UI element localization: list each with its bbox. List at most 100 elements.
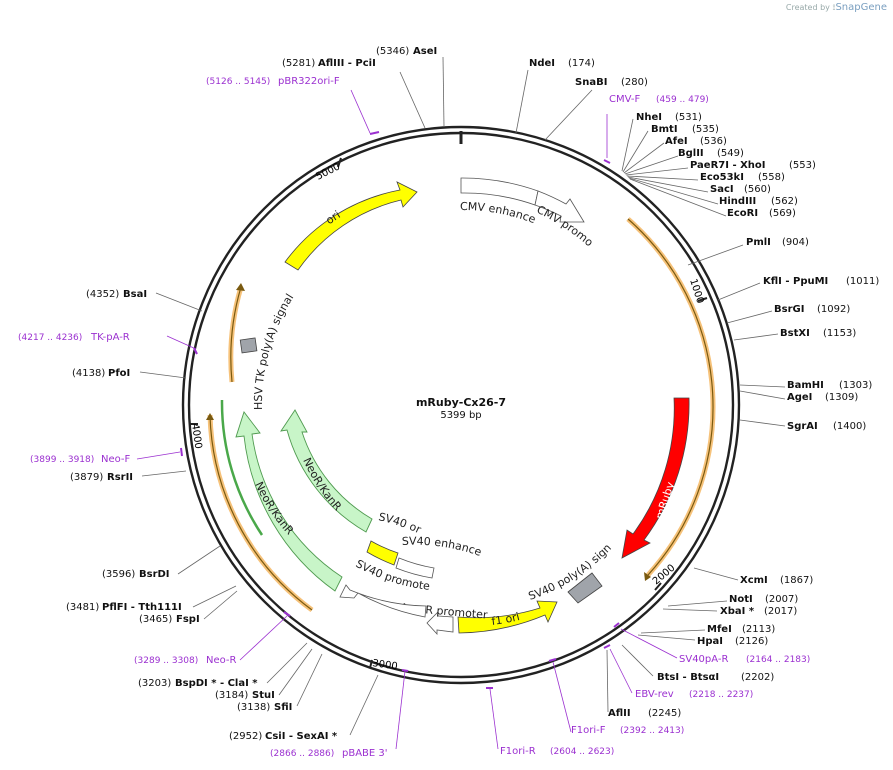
site-name: BstXI [780,328,810,339]
site-pos: (560) [744,184,771,195]
site-pos: (174) [568,58,595,69]
site-name: PfoI [108,368,130,379]
site-name: SnaBI [575,77,607,88]
cmv-promoter-arrow [534,190,585,223]
site-pos: (569) [769,208,796,219]
primer-range: (2604 .. 2623) [550,747,614,757]
site-pos: (3481) [66,602,99,613]
brand-name: SnapGene [835,2,887,13]
sv40-polya-label: SV40 poly(A) signal [0,0,614,603]
site-name: BsaI [123,289,147,300]
site-pos: (3879) [70,472,103,483]
primer-name: F1ori-F [571,725,606,736]
site-name: PmlI [746,237,771,248]
site-pos: (3465) [139,614,172,625]
site-pos: (536) [700,136,727,147]
site-name: BamHI [787,380,824,391]
primer-range: (2392 .. 2413) [620,726,684,736]
site-name: AflII [608,708,631,719]
site-name: PflFI - Tth111I [102,602,182,613]
primer-range: (5126 .. 5145) [206,77,270,87]
site-name: SfiI [274,702,292,713]
site-name: AgeI [787,392,812,403]
site-pos: (1011) [846,276,879,287]
orf-arc-right [626,217,716,577]
site-pos: (4352) [86,289,119,300]
site-name: CsiI - SexAI * [265,731,338,742]
hsv-tk-polya-box [239,337,258,354]
primer-name: Neo-F [101,454,131,465]
created-by-text: Created by [785,3,830,12]
snapgene-watermark: Created by ⟟SnapGene [786,2,887,13]
primer-name: Neo-R [206,655,237,666]
primer-range: (2866 .. 2886) [270,749,334,759]
orf-arc-green [220,399,264,536]
site-pos: (1303) [839,380,872,391]
site-pos: (1092) [817,304,850,315]
sv40-ori-shape [366,540,399,566]
site-pos: (1309) [825,392,858,403]
primer-name: CMV-F [609,94,640,105]
neor-kanr-inner-label: NeoR/KanR [300,456,344,514]
site-pos: (1867) [780,575,813,586]
site-pos: (3596) [102,569,135,580]
primer-name: EBV-rev [635,689,674,700]
site-name: BsrGI [774,304,804,315]
site-name: XcmI [740,575,768,586]
site-pos: (3184) [215,690,248,701]
cmv-enhancer-label: CMV enhancer [0,0,538,226]
site-name: XbaI * [720,606,755,617]
site-pos: (531) [675,112,702,123]
site-name: NotI [729,594,753,605]
site-name: NheI [636,112,662,123]
site-pos: (2113) [742,624,775,635]
snapgene-logo-icon: ⟟ [832,3,836,12]
site-pos: (2007) [765,594,798,605]
primer-range: (3899 .. 3918) [30,455,94,465]
ruler-tick [337,157,342,168]
site-name: PaeR7I - XhoI [690,160,766,171]
site-name: SgrAI [787,421,818,432]
site-pos: (2017) [764,606,797,617]
site-name: StuI [252,690,275,701]
site-pos: (535) [692,124,719,135]
site-name: HpaI [697,636,723,647]
site-name: Eco53kI [700,172,744,183]
primer-name: SV40pA-R [679,654,728,665]
plasmid-name: mRuby-Cx26-7 [416,396,506,409]
site-name: BspDI * - ClaI * [175,678,258,689]
site-name: AfeI [665,136,688,147]
primer-range: (2164 .. 2183) [746,655,810,665]
site-name: BglII [678,148,704,159]
ruler-label-5000: 5000 [314,161,342,182]
primer-range: (4217 .. 4236) [18,333,82,343]
site-labels: (5346) AseI (5281) AflIII - PciI NdeI (1… [66,46,879,742]
site-pos: (2952) [229,731,262,742]
site-pos: (553) [789,160,816,171]
sv40-enhancer-shape [395,557,435,579]
neor-kanr-inner-arrow [280,409,373,533]
sv40-polya-box [567,572,603,604]
ampr-promoter-arrow [426,611,454,636]
site-pos: (5346) [376,46,409,57]
site-name: FspI [176,614,200,625]
site-pos: (1400) [833,421,866,432]
site-name: SacI [710,184,734,195]
primer-range: (3289 .. 3308) [134,656,198,666]
site-name: EcoRI [727,208,758,219]
primer-name: pBABE 3' [342,748,388,759]
site-pos: (562) [771,196,798,207]
hsv-tk-polya-label: HSV TK poly(A) signal [252,291,296,410]
site-pos: (2202) [741,672,774,683]
site-name: MfeI [707,624,732,635]
ruler-label-3000: 3000 [372,658,399,672]
primer-name: F1ori-R [500,746,536,757]
primer-range: (2218 .. 2237) [689,690,753,700]
leader-lines [136,56,786,750]
backbone [181,125,741,685]
ori-arrow [284,181,418,271]
primer-name: TK-pA-R [90,332,130,343]
site-pos: (558) [758,172,785,183]
site-pos: (2126) [735,636,768,647]
site-name: AseI [413,46,437,57]
